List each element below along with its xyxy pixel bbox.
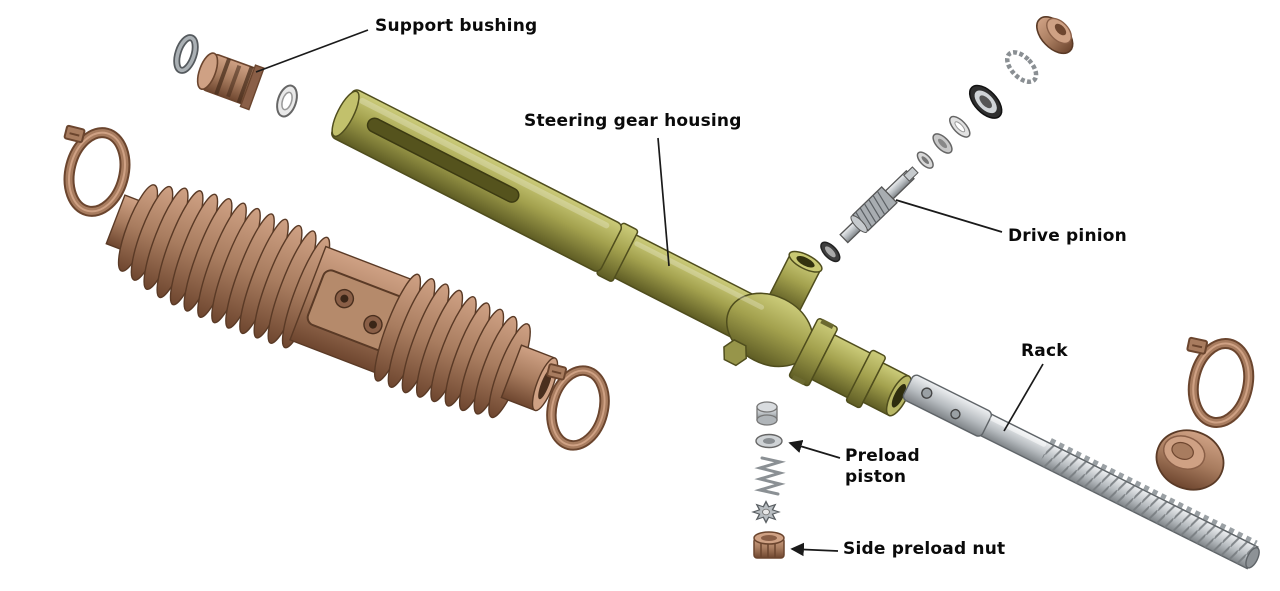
rack-part: [902, 374, 1260, 570]
leader-drive-pinion: [895, 199, 1003, 233]
preload-piston-body: [756, 401, 778, 426]
leader-rack: [1003, 363, 1044, 432]
pinion-bearing: [968, 84, 1003, 119]
washer: [276, 84, 298, 118]
pinion-cap: [1036, 16, 1074, 55]
lock-washer: [1004, 50, 1039, 84]
star-washer: [751, 500, 781, 524]
label-support-bushing: Support bushing: [375, 16, 538, 36]
label-rack: Rack: [1021, 341, 1068, 361]
snap-ring: [173, 34, 199, 74]
support-bushing-body: [196, 52, 265, 111]
preload-nut: [753, 531, 785, 559]
label-steering-gear-housing: Steering gear housing: [524, 111, 742, 131]
pinion-shaft: [839, 166, 919, 244]
boot-bellows: [105, 184, 559, 419]
side-preload-nut-part: [751, 500, 785, 559]
clamp-ring-right: [1174, 336, 1256, 428]
preload-washer: [755, 433, 783, 449]
drive-pinion-parts: [820, 16, 1074, 263]
end-cap-part: [1155, 429, 1225, 491]
leader-steering-gear-housing: [657, 137, 670, 267]
preload-piston-parts: [754, 401, 786, 496]
preload-spring: [754, 456, 786, 496]
label-side-preload-nut: Side preload nut: [843, 539, 1006, 559]
leader-preload-piston: [788, 439, 841, 459]
steering-gear-housing-part: [331, 89, 912, 417]
clamp-ring-left: [49, 124, 133, 218]
leader-side-preload-nut: [790, 542, 839, 557]
label-preload-piston: Preload piston: [845, 446, 920, 488]
leader-lines: [255, 29, 1044, 557]
label-drive-pinion: Drive pinion: [1008, 226, 1127, 246]
leader-support-bushing: [255, 29, 369, 73]
support-bushing-part: [173, 34, 298, 118]
